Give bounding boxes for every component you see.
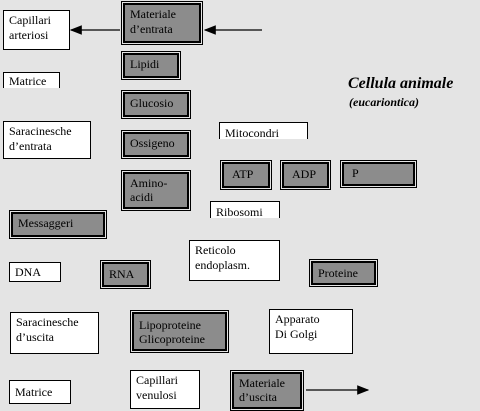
ossigeno-box: Ossigeno (121, 130, 191, 159)
lipidi-box: Lipidi (121, 51, 181, 80)
atp-box: ATP (220, 160, 272, 190)
rna-box: RNA (100, 260, 151, 289)
saracinesche-uscita-box: Saracinesche d’uscita (10, 312, 99, 354)
materiale-uscita-box: Materiale d’uscita (230, 370, 304, 411)
diagram-subtitle: (eucariontica) (349, 95, 419, 109)
diagram-title: Cellula animale (348, 75, 454, 92)
capillari-arteriosi-box: Capillari arteriosi (3, 10, 70, 50)
matrice-top-box: Matrice (3, 72, 60, 88)
capillari-venulosi-box: Capillari venulosi (130, 370, 200, 409)
materiale-entrata-box: Materiale d’entrata (121, 1, 203, 45)
ribosomi-box: Ribosomi (210, 201, 280, 218)
apparato-golgi-box: Apparato Di Golgi (269, 309, 353, 354)
amino-acidi-box: Amino- acidi (121, 170, 191, 211)
reticolo-endoplasmatico-box: Reticolo endoplasm. (189, 240, 280, 281)
saracinesche-entrata-box: Saracinesche d’entrata (3, 121, 91, 159)
lipoproteine-glicoproteine-box: Lipoproteine Glicoproteine (130, 310, 229, 353)
messaggeri-box: Messaggeri (9, 210, 107, 239)
p-box: P (340, 160, 417, 188)
proteine-box: Proteine (309, 259, 378, 287)
matrice-bottom-box: Matrice (9, 380, 71, 404)
glucosio-box: Glucosio (121, 90, 191, 119)
dna-box: DNA (9, 262, 61, 282)
adp-box: ADP (280, 160, 331, 190)
mitocondri-box: Mitocondri (219, 122, 308, 139)
